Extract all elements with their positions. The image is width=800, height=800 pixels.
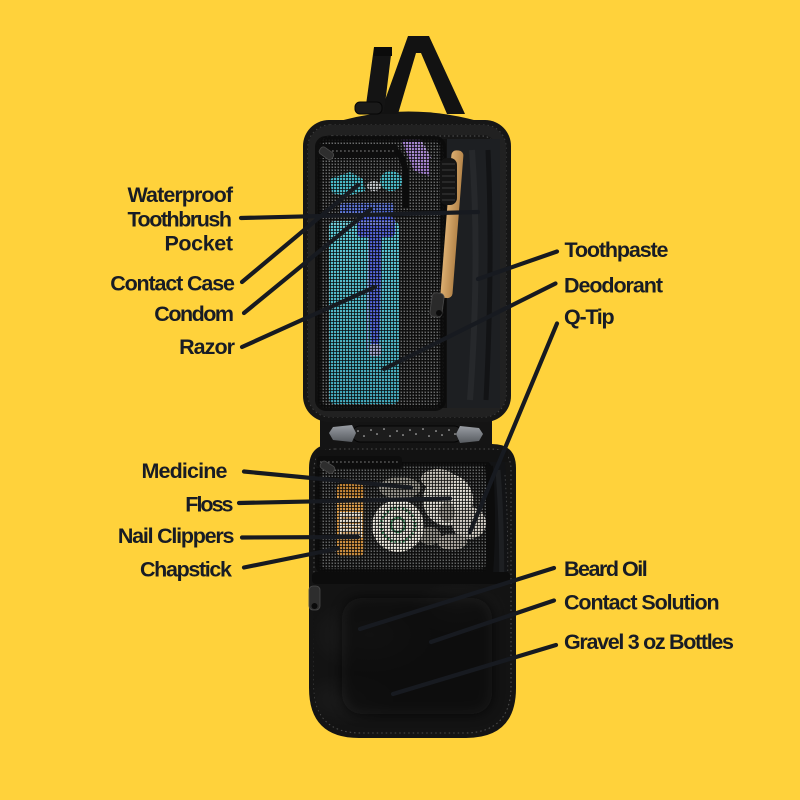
svg-text:Contact Solution: Contact Solution [564,591,720,615]
svg-text:Chapstick: Chapstick [140,558,232,582]
svg-text:Razor: Razor [179,335,236,359]
svg-text:Floss: Floss [185,493,233,517]
svg-text:Toothbrush: Toothbrush [128,208,233,232]
svg-text:Condom: Condom [154,302,234,326]
svg-text:Waterproof: Waterproof [128,183,234,207]
svg-text:Q-Tip: Q-Tip [564,305,615,329]
svg-text:Medicine: Medicine [142,459,228,483]
svg-text:Pocket: Pocket [165,232,234,256]
svg-text:Toothpaste: Toothpaste [565,238,669,262]
svg-text:Nail Clippers: Nail Clippers [118,524,235,548]
svg-text:Beard Oil: Beard Oil [564,557,648,581]
svg-text:Deodorant: Deodorant [564,274,663,298]
svg-text:Gravel 3 oz Bottles: Gravel 3 oz Bottles [564,630,734,654]
svg-text:Contact Case: Contact Case [110,272,235,296]
